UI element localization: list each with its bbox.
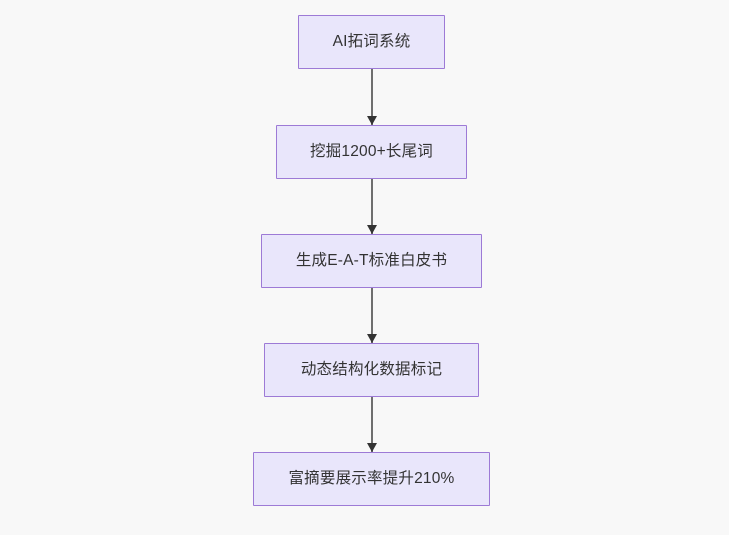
edge-node3-to-node4 (366, 288, 377, 343)
arrow-head-icon (366, 225, 377, 234)
flow-node-label: AI拓词系统 (332, 32, 411, 50)
edge-line (371, 397, 373, 452)
flow-node-1[interactable]: AI拓词系统 (298, 15, 445, 69)
flow-node-label: 动态结构化数据标记 (300, 360, 443, 378)
edge-line (371, 288, 373, 343)
edge-node1-to-node2 (366, 69, 377, 125)
edge-line (371, 69, 373, 125)
flow-node-4[interactable]: 动态结构化数据标记 (264, 343, 479, 397)
edge-node4-to-node5 (366, 397, 377, 452)
flow-node-2[interactable]: 挖掘1200+长尾词 (276, 125, 467, 179)
flow-node-5[interactable]: 富摘要展示率提升210% (253, 452, 490, 506)
flow-node-label: 富摘要展示率提升210% (288, 469, 455, 487)
flow-node-label: 生成E-A-T标准白皮书 (295, 251, 448, 269)
arrow-head-icon (366, 443, 377, 452)
arrow-head-icon (366, 334, 377, 343)
edge-line (371, 179, 373, 234)
flow-node-label: 挖掘1200+长尾词 (309, 142, 434, 160)
flow-node-3[interactable]: 生成E-A-T标准白皮书 (261, 234, 482, 288)
edge-node2-to-node3 (366, 179, 377, 234)
arrow-head-icon (366, 116, 377, 125)
